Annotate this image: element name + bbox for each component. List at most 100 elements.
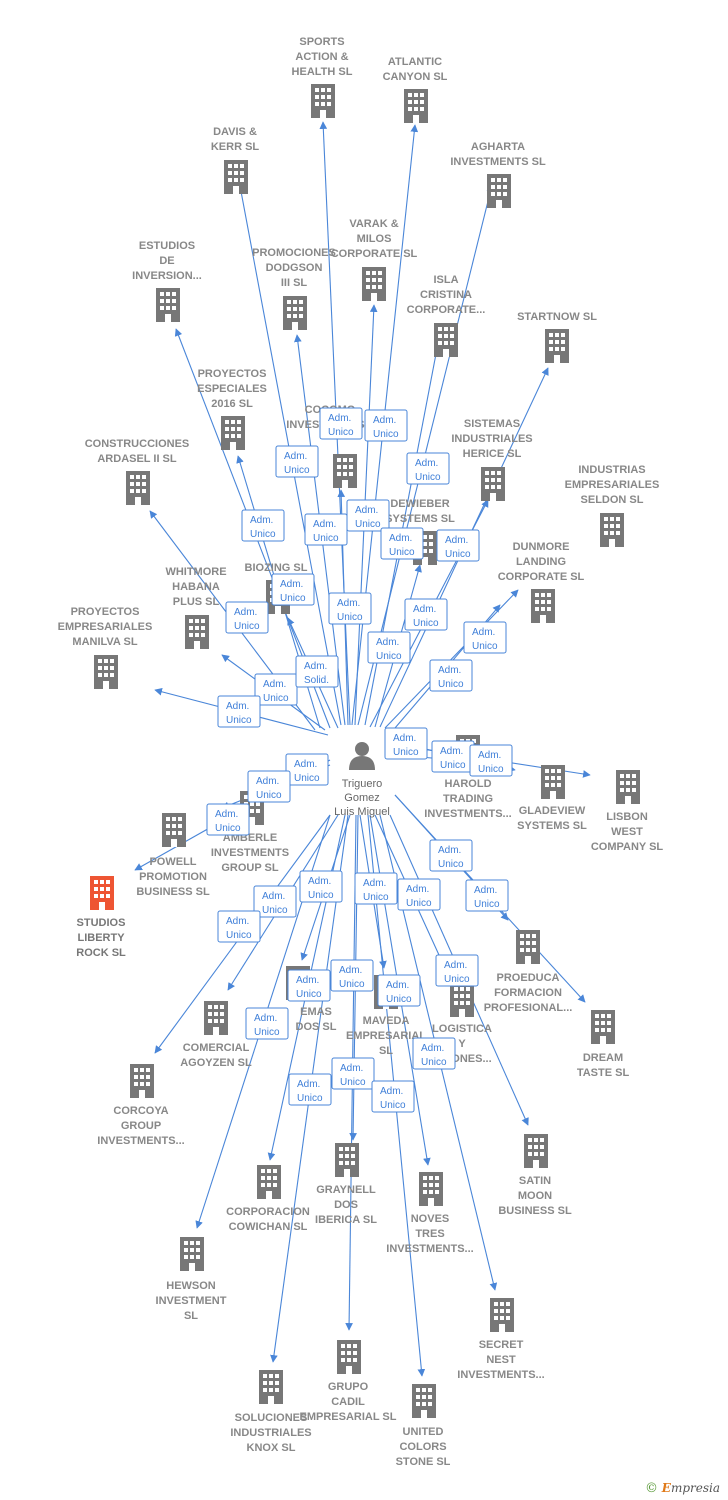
role-badge[interactable]: Adm.Unico	[319, 407, 363, 440]
role-badge[interactable]: Adm.Unico	[285, 753, 329, 786]
company-node-davis[interactable]: DAVIS &KERR SL	[211, 126, 260, 194]
company-node-startnow[interactable]: STARTNOW SL	[517, 311, 597, 363]
role-badge[interactable]: Adm.Unico	[429, 839, 473, 872]
role-badge[interactable]: Adm.Unico	[380, 527, 424, 560]
badge-box	[463, 621, 507, 654]
company-name-line: UNITED	[403, 1426, 444, 1438]
role-badge[interactable]: Adm.Unico	[247, 770, 291, 803]
company-name-line: DUNMORE	[513, 541, 570, 553]
role-badge[interactable]: Adm.Unico	[330, 959, 374, 992]
badge-text: Adm.	[406, 884, 429, 895]
role-badge[interactable]: Adm.Unico	[469, 744, 513, 777]
company-name-line: MANILVA SL	[72, 636, 137, 648]
role-badge[interactable]: Adm.Unico	[328, 592, 372, 625]
role-badge[interactable]: Adm.Unico	[397, 878, 441, 911]
badge-box	[254, 673, 298, 706]
company-name-line: INVESTMENTS...	[97, 1135, 184, 1147]
role-badge[interactable]: Adm.Unico	[435, 954, 479, 987]
role-badge[interactable]: Adm.Unico	[463, 621, 507, 654]
role-badge[interactable]: Adm.Unico	[217, 910, 261, 943]
badge-text: Adm.	[474, 885, 497, 896]
role-badge[interactable]: Adm.Unico	[288, 1073, 332, 1106]
badge-text: Unico	[308, 890, 334, 901]
role-badge[interactable]: Adm.Unico	[304, 513, 348, 546]
building-icon	[333, 454, 357, 488]
company-name-line: SECRET	[479, 1339, 524, 1351]
badge-text: Unico	[226, 930, 252, 941]
role-badge[interactable]: Adm.Unico	[271, 573, 315, 606]
company-name: STARTNOW SL	[517, 311, 597, 323]
role-badge[interactable]: Adm.Unico	[377, 974, 421, 1007]
badge-text: Unico	[355, 519, 381, 530]
company-node-biozing[interactable]: BIOZING SL	[245, 562, 308, 614]
role-badge[interactable]: Adm.Unico	[371, 1080, 415, 1113]
role-badge[interactable]: Adm.Unico	[331, 1057, 375, 1090]
role-badge[interactable]: Adm.Unico	[245, 1007, 289, 1040]
role-badge[interactable]: Adm.Unico	[217, 695, 261, 728]
role-badge[interactable]: Adm.Solid.	[295, 655, 339, 688]
brand-logo[interactable]: Empresia	[662, 1481, 720, 1495]
role-badge[interactable]: Adm.Unico	[241, 509, 285, 542]
role-badge[interactable]: Adm.Unico	[225, 601, 269, 634]
role-badge[interactable]: Adm.Unico	[406, 452, 450, 485]
badge-text: Adm.	[413, 604, 436, 615]
role-badge[interactable]: Adm.Unico	[287, 969, 331, 1002]
role-badge[interactable]: Adm.Unico	[253, 885, 297, 918]
role-badge[interactable]: Adm.Unico	[299, 870, 343, 903]
role-badge[interactable]: Adm.Unico	[404, 598, 448, 631]
role-badge[interactable]: Adm.Unico	[436, 529, 480, 562]
role-badge[interactable]: Adm.Unico	[364, 409, 408, 442]
role-badge[interactable]: Adm.Unico	[412, 1037, 456, 1070]
building-icon	[257, 1165, 281, 1199]
role-badge[interactable]: Adm.Unico	[431, 740, 475, 773]
role-badge[interactable]: Adm.Unico	[206, 803, 250, 836]
building-icon	[524, 1134, 548, 1168]
role-badge[interactable]: Adm.Unico	[384, 727, 428, 760]
role-badge[interactable]: Adm.Unico	[429, 659, 473, 692]
badge-text: Adm.	[296, 975, 319, 986]
role-badge[interactable]: Adm.Unico	[354, 872, 398, 905]
role-badge[interactable]: Adm.Unico	[254, 673, 298, 706]
role-badge[interactable]: Adm.Unico	[346, 499, 390, 532]
badge-text: Unico	[380, 1100, 406, 1111]
role-badge[interactable]: Adm.Unico	[367, 631, 411, 664]
role-badge[interactable]: Adm.Unico	[465, 879, 509, 912]
role-badge[interactable]: Adm.Unico	[275, 445, 319, 478]
